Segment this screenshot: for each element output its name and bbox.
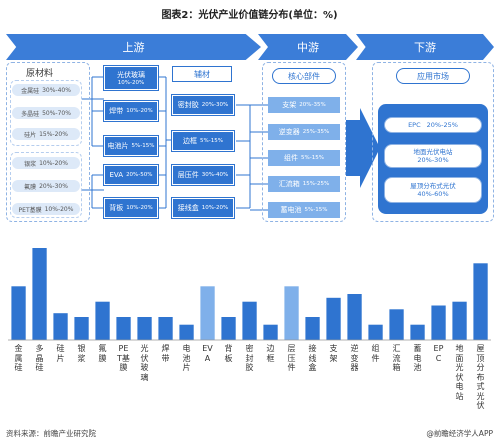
source-note: 资料来源：前瞻产业研究院 xyxy=(6,429,96,438)
bar-EPC xyxy=(431,305,446,340)
raw-subgroup-film xyxy=(10,152,82,218)
page-title: 图表2：光伏产业价值链分布(单位：%) xyxy=(161,10,338,21)
bar-硅片 xyxy=(53,313,68,340)
x-tick-label: EVA xyxy=(202,344,213,363)
bar-EVA xyxy=(200,286,215,340)
raw-subgroup-silicon xyxy=(10,80,82,146)
x-tick-label: 氟膜 xyxy=(98,344,107,363)
x-tick-label: PET基膜 xyxy=(117,344,130,372)
bar-氟膜 xyxy=(95,301,110,340)
bar-汇流箱 xyxy=(389,309,404,340)
bar-屋顶分布式光伏 xyxy=(473,263,488,340)
stage-upstream: 上游 xyxy=(6,34,261,60)
bar-边框 xyxy=(263,324,278,340)
bar-层压件 xyxy=(284,286,299,340)
x-tick-label: 组件 xyxy=(371,344,380,363)
stage-downstream: 下游 xyxy=(356,34,494,60)
bar-逆变器 xyxy=(347,294,362,340)
brand-note: @前瞻经济学人APP xyxy=(426,429,493,438)
bar-PET基膜 xyxy=(116,317,131,340)
bar-chart xyxy=(8,248,491,341)
market-heading: 应用市场 xyxy=(396,68,470,84)
bar-地面光伏电站 xyxy=(452,301,467,340)
x-tick-label: 金属硅 xyxy=(14,344,23,372)
bar-蓄电池 xyxy=(410,324,425,340)
bar-焊带 xyxy=(158,317,173,340)
x-tick-label: 密封胶 xyxy=(245,344,254,372)
bar-多晶硅 xyxy=(32,248,47,340)
bar-密封胶 xyxy=(242,301,257,340)
x-tick-label: 多晶硅 xyxy=(35,344,44,372)
x-tick-label: 汇流箱 xyxy=(392,344,401,372)
x-tick-label: 银浆 xyxy=(77,344,86,363)
x-tick-label: EPC xyxy=(433,344,444,363)
x-tick-label: 硅片 xyxy=(56,344,65,363)
bar-接线盒 xyxy=(305,317,320,340)
x-tick-label: 背板 xyxy=(224,344,233,363)
raw-materials-group xyxy=(6,62,90,222)
market-group xyxy=(372,62,494,222)
x-tick-label: 地面光伏电站 xyxy=(455,344,464,401)
bar-电池片 xyxy=(179,324,194,340)
x-tick-label: 屋顶分布式光伏 xyxy=(476,344,485,410)
bar-金属硅 xyxy=(11,286,26,340)
x-tick-label: 电池片 xyxy=(182,344,191,372)
x-tick-label: 光伏玻璃 xyxy=(140,344,149,382)
raw-materials-heading: 原材料 xyxy=(26,69,54,79)
bar-支架 xyxy=(326,297,341,340)
x-tick-label: 接线盒 xyxy=(308,344,317,372)
connector-lines xyxy=(82,76,380,211)
aux-heading: 辅材 xyxy=(172,66,232,82)
bar-银浆 xyxy=(74,317,89,340)
x-tick-label: 层压件 xyxy=(287,344,296,372)
x-tick-label: 支架 xyxy=(329,344,338,363)
x-tick-label: 焊带 xyxy=(161,344,170,363)
x-tick-label: 边框 xyxy=(266,344,275,363)
bar-光伏玻璃 xyxy=(137,317,152,340)
core-components-group xyxy=(262,62,346,222)
stage-midstream: 中游 xyxy=(258,34,358,60)
bar-背板 xyxy=(221,317,236,340)
bar-组件 xyxy=(368,324,383,340)
core-heading: 核心部件 xyxy=(272,68,336,84)
x-tick-label: 蓄电池 xyxy=(413,344,422,372)
x-tick-label: 逆变器 xyxy=(350,344,359,372)
